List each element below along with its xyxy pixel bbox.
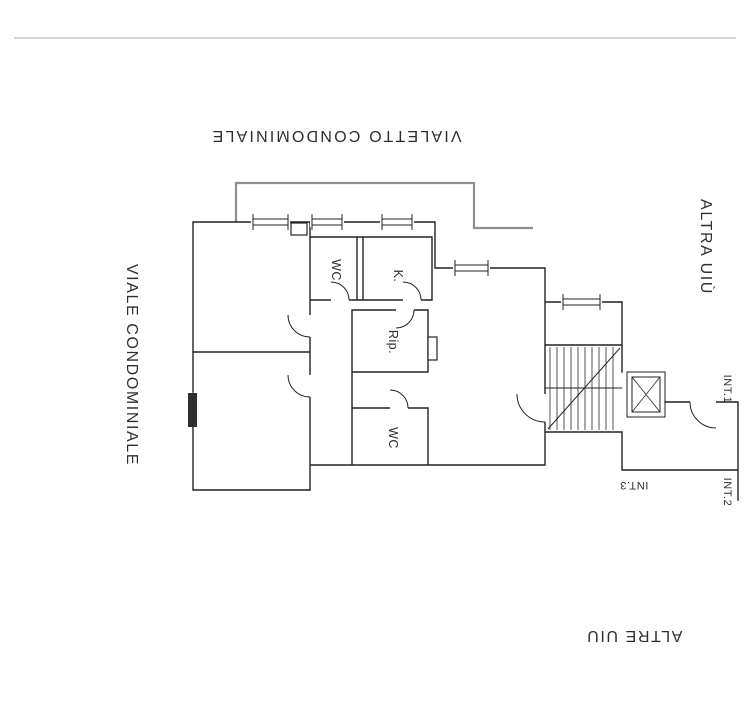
label-room-wc-top: WC bbox=[329, 259, 343, 281]
door-openings bbox=[306, 296, 716, 422]
label-street-left: VIALE CONDOMINIALE bbox=[123, 264, 140, 466]
window-right-upper bbox=[453, 260, 490, 276]
radiator-box bbox=[427, 336, 438, 361]
window-top-3 bbox=[380, 214, 414, 230]
label-room-kitchen: K. bbox=[391, 270, 405, 283]
courtyard-boundary-line bbox=[234, 181, 533, 230]
label-unit-int3: INT.3 bbox=[620, 479, 649, 491]
window-top-1 bbox=[251, 214, 290, 230]
label-unit-int1: INT.1 bbox=[721, 375, 733, 404]
door-swing-arcs bbox=[287, 281, 717, 429]
label-unit-int2: INT.2 bbox=[721, 478, 733, 507]
label-adjacent-bottom: ALTRE UIU bbox=[586, 627, 683, 644]
pillar-box bbox=[290, 222, 308, 236]
label-street-top: VIALETTO CONDOMINIALE bbox=[210, 127, 461, 144]
label-room-storage: Rip. bbox=[386, 330, 400, 354]
staircase bbox=[545, 347, 622, 430]
label-adjacent-right: ALTRA UIÙ bbox=[697, 199, 716, 295]
window-stairwell bbox=[561, 294, 602, 310]
window-left-dark bbox=[188, 393, 197, 427]
window-top-2 bbox=[310, 214, 344, 230]
label-room-wc-bottom: WC bbox=[386, 427, 400, 449]
elevator bbox=[626, 371, 666, 418]
